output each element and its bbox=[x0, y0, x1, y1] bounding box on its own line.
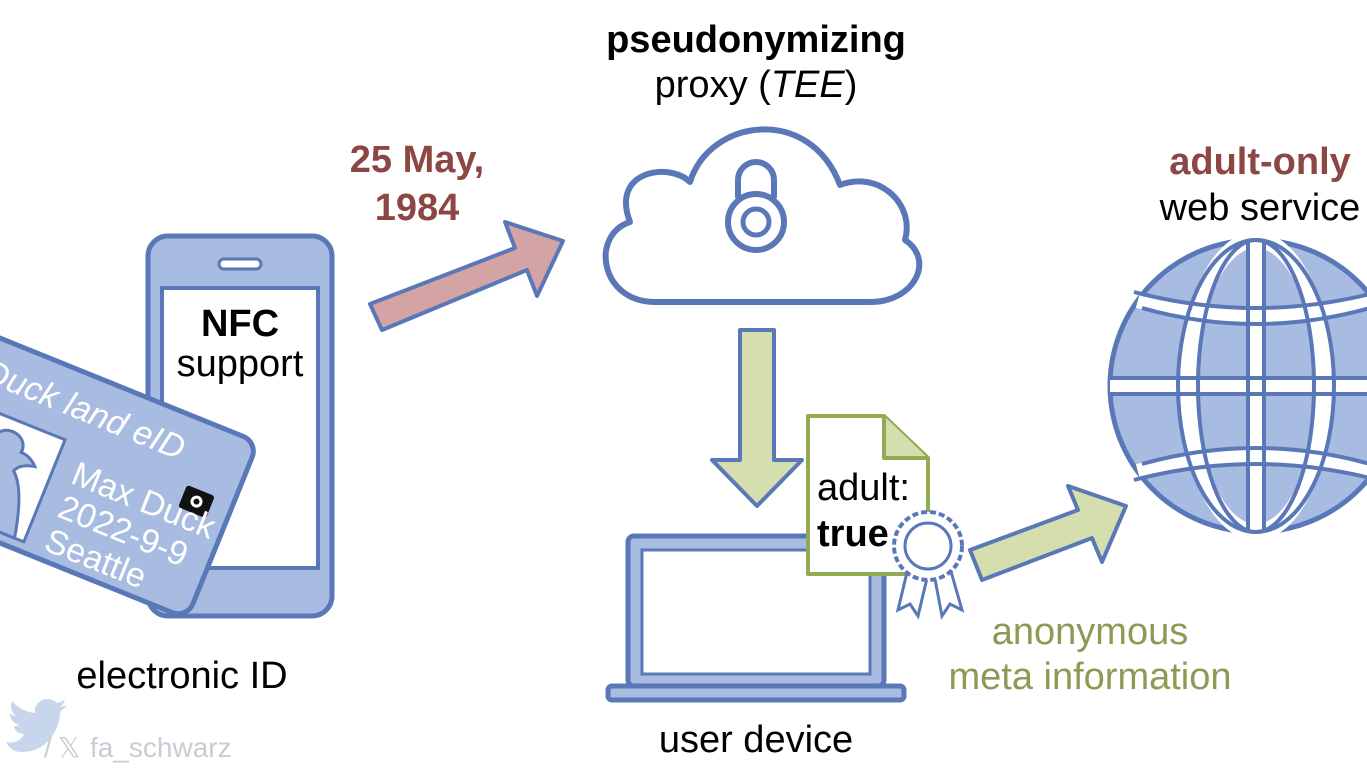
electronic-id-label: electronic ID bbox=[76, 655, 287, 697]
phone-support-label: support bbox=[177, 343, 304, 385]
certificate-key: adult: bbox=[817, 467, 910, 509]
x-logo-icon: 𝕏 bbox=[58, 732, 81, 763]
phone-nfc-label: NFC bbox=[201, 303, 279, 345]
proxy-title-rest: proxy (TEE) bbox=[655, 64, 858, 106]
duck-photo bbox=[0, 396, 67, 544]
arrow-to-web-service bbox=[968, 484, 1128, 582]
globe-icon bbox=[1107, 232, 1367, 540]
watermark-handle: fa_schwarz bbox=[90, 732, 232, 763]
arrow-down-to-device bbox=[710, 328, 804, 508]
certificate-value: true bbox=[817, 513, 889, 555]
chip-icon bbox=[178, 485, 214, 518]
meta-info-line1: anonymous bbox=[992, 611, 1188, 653]
service-title-bold: adult-only bbox=[1169, 141, 1351, 183]
birthdate-line2: 1984 bbox=[375, 187, 460, 229]
twitter-bird-icon bbox=[6, 699, 67, 752]
proxy-title-bold: pseudonymizing bbox=[606, 19, 906, 61]
rosette-badge-icon bbox=[892, 510, 965, 620]
duck-icon bbox=[0, 428, 38, 541]
service-title-rest: web service bbox=[1159, 187, 1361, 229]
user-device-label: user device bbox=[659, 719, 853, 761]
watermark: / 𝕏 fa_schwarz bbox=[6, 699, 232, 763]
lock-icon bbox=[725, 159, 787, 253]
meta-info-line2: meta information bbox=[948, 656, 1231, 698]
watermark-separator: / bbox=[44, 732, 52, 763]
birthdate-line1: 25 May, bbox=[350, 139, 484, 181]
arrow-to-proxy bbox=[368, 220, 565, 332]
